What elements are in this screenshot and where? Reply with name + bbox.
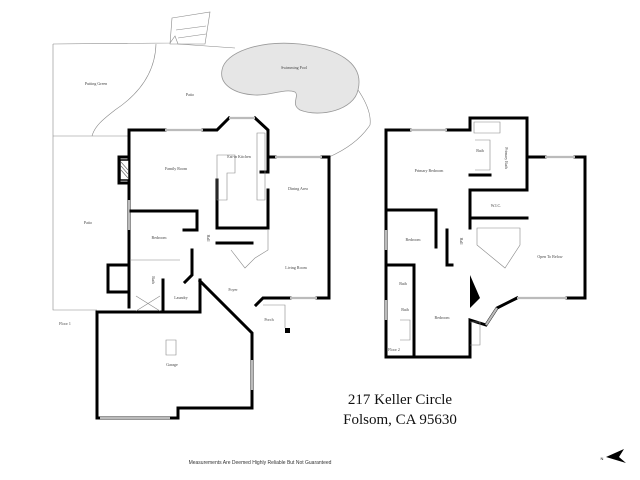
compass-label: N <box>601 456 604 461</box>
room-bath: Bath <box>151 276 156 284</box>
room-porch: Porch <box>264 317 273 322</box>
disclaimer: Measurements Are Deemed Highly Reliable … <box>188 460 332 466</box>
north-arrow-icon: N <box>601 449 626 463</box>
room-putting-green: Putting Green <box>85 81 107 86</box>
room-primary-bath: Primary Bath <box>504 147 509 168</box>
room-hall: Hall <box>459 238 464 246</box>
room-family-room: Family Room <box>165 166 188 171</box>
room-foyer: Foyer <box>228 287 238 292</box>
address-line2: Folsom, CA 95630 <box>343 412 457 428</box>
room-wic: W.I.C. <box>491 203 501 208</box>
room-primary-bedroom: Primary Bedroom <box>415 168 445 173</box>
room-hall: Hall <box>206 235 211 243</box>
room-eat-in-kitchen: Eat-in Kitchen <box>227 154 250 159</box>
floor1-walls <box>95 115 331 420</box>
address-line1: 217 Keller Circle <box>347 392 453 408</box>
swimming-pool <box>221 42 360 114</box>
room-bedroom: Bedroom <box>152 235 168 240</box>
room-patio-left: Patio <box>84 220 92 225</box>
room-garage: Garage <box>166 362 178 367</box>
property-address: 217 Keller Circle Folsom, CA 95630 <box>300 390 500 430</box>
room-open-to-below: Open To Below <box>537 254 562 259</box>
room-living-room: Living Room <box>285 265 307 270</box>
room-bath-top: Bath <box>476 148 484 153</box>
floor1-label: Floor 1 <box>59 321 71 326</box>
room-bath-low: Bath <box>401 307 409 312</box>
room-bedroom-left: Bedroom <box>406 237 422 242</box>
room-swimming-pool: Swimming Pool <box>281 65 308 70</box>
floor2-walls <box>384 116 587 359</box>
room-patio-top: Patio <box>186 92 194 97</box>
room-bedroom-bottom: Bedroom <box>435 315 451 320</box>
yard-outline <box>52 11 371 311</box>
room-laundry: Laundry <box>174 295 188 300</box>
floor1-labels: Putting Green Patio Swimming Pool Eat-in… <box>59 65 308 367</box>
floor2-label: Floor 2 <box>388 347 400 352</box>
room-dining-area: Dining Area <box>288 186 308 191</box>
room-bath-mid: Bath <box>399 281 407 286</box>
floor2-labels: Primary Bedroom Bath Primary Bath W.I.C.… <box>388 147 563 352</box>
